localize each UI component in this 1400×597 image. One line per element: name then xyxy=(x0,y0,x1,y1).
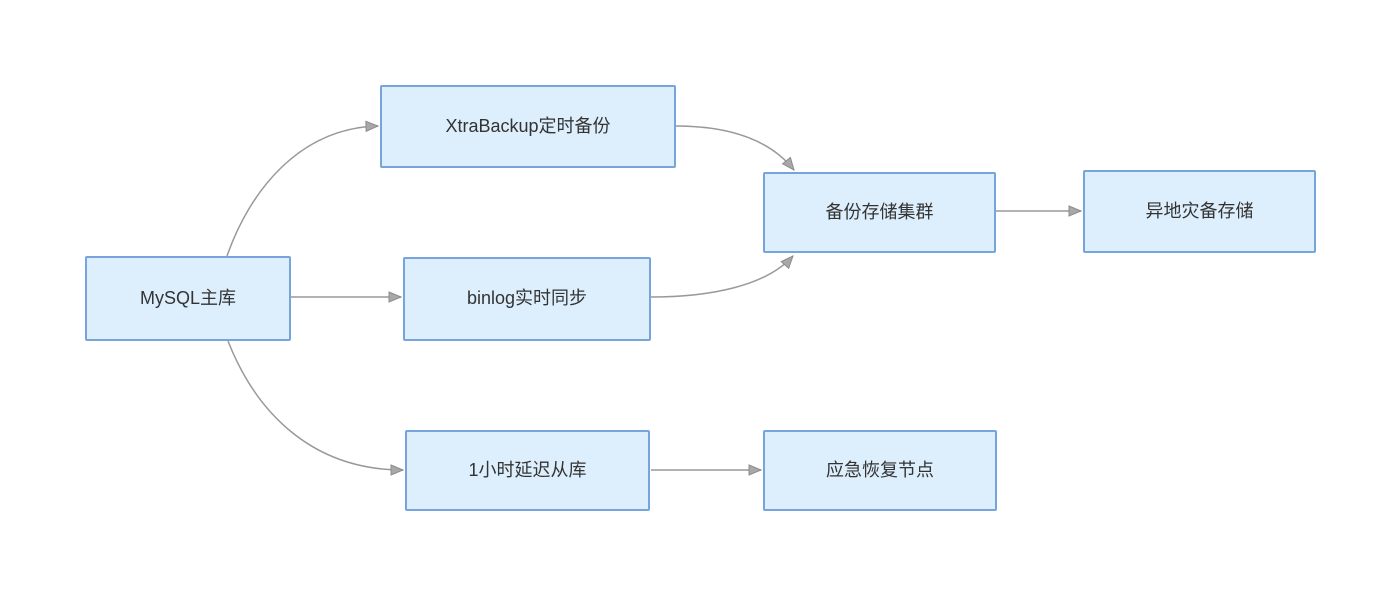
node-xtrabackup[interactable]: XtraBackup定时备份 xyxy=(380,85,676,168)
node-emergency-node[interactable]: 应急恢复节点 xyxy=(763,430,997,511)
node-delayed-slave[interactable]: 1小时延迟从库 xyxy=(405,430,650,511)
node-offsite-storage[interactable]: 异地灾备存储 xyxy=(1083,170,1316,253)
node-delayed-slave-label: 1小时延迟从库 xyxy=(468,459,587,480)
node-backup-cluster-label: 备份存储集群 xyxy=(825,201,934,222)
node-binlog-sync[interactable]: binlog实时同步 xyxy=(403,257,651,341)
edge-xtrabackup-to-backup-cluster xyxy=(675,125,794,170)
node-backup-cluster[interactable]: 备份存储集群 xyxy=(763,172,996,253)
node-mysql-master[interactable]: MySQL主库 xyxy=(85,256,291,341)
edge-mysql-master-to-delayed-slave xyxy=(227,340,403,470)
edge-mysql-master-to-xtrabackup xyxy=(226,126,378,257)
edge-binlog-sync-to-backup-cluster xyxy=(650,256,793,298)
node-offsite-storage-label: 异地灾备存储 xyxy=(1145,200,1254,221)
node-xtrabackup-label: XtraBackup定时备份 xyxy=(445,115,611,136)
node-binlog-sync-label: binlog实时同步 xyxy=(466,288,588,309)
node-mysql-master-label: MySQL主库 xyxy=(139,287,236,308)
node-emergency-node-label: 应急恢复节点 xyxy=(826,459,934,480)
